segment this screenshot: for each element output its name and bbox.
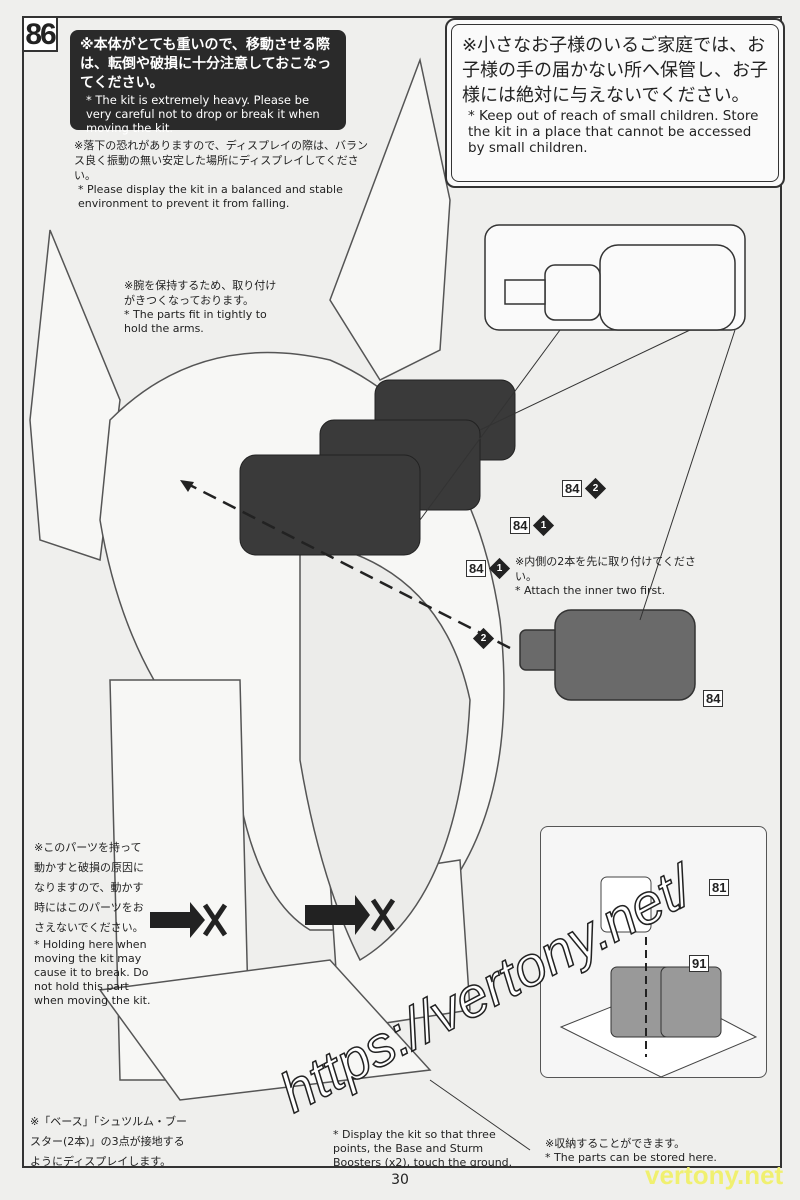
ground-note-jp-block: ※「ベース」「シュツルム・ブースター(2本)」の3点が接地するようにディスプレイ… <box>30 1112 190 1172</box>
storage-inset: 81 91 <box>540 826 767 1078</box>
balance-warning-jp: ※落下の恐れがありますので、ディスプレイの際は、バランス良く振動の無い安定した場… <box>74 139 369 182</box>
heavy-warning-jp: ※本体がとても重いので、移動させる際は、転倒や破損に十分注意しておこなってくださ… <box>80 37 332 91</box>
boosters <box>239 379 516 556</box>
ground-note-jp: ※「ベース」「シュツルム・ブースター(2本)」の3点が接地するようにディスプレイ… <box>30 1115 187 1168</box>
storage-note-jp: ※収納することができます。 <box>545 1137 686 1150</box>
right-shield <box>329 57 451 381</box>
watermark-corner: vertony.net <box>645 1160 784 1190</box>
front-plate <box>299 539 471 962</box>
dashed-arrow <box>179 478 511 650</box>
page-frame <box>22 16 782 1168</box>
inner-note-en: * Attach the inner two first. <box>515 584 666 597</box>
step-number: 86 <box>22 16 58 52</box>
arrow-order-badge: 2 <box>470 627 495 650</box>
storage-note-en: * The parts can be stored here. <box>545 1151 717 1164</box>
children-warning-box: ※小さなお子様のいるご家庭では、お子様の手の届かない所へ保管し、お子様には絶対に… <box>445 18 785 188</box>
part-number: 84 <box>510 517 531 534</box>
children-warning-jp: ※小さなお子様のいるご家庭では、お子様の手の届かない所へ保管し、お子様には絶対に… <box>462 35 768 106</box>
page-number: 30 <box>391 1172 409 1188</box>
balance-warning: ※落下の恐れがありますので、ディスプレイの際は、バランス良く振動の無い安定した場… <box>74 138 374 211</box>
heavy-warning-en: * The kit is extremely heavy. Please be … <box>86 93 320 135</box>
ground-note-en-block: * Display the kit so that three points, … <box>333 1128 523 1170</box>
arms-note-jp: ※腕を保持するため、取り付けがきつくなっております。 <box>124 279 277 307</box>
inner-note: ※内側の2本を先に取り付けてください。 * Attach the inner t… <box>515 554 705 598</box>
order-badge: 1 <box>489 557 511 580</box>
hold-note: ※このパーツを持って動かすと破損の原因になりますので、動かす時にはこのパーツをお… <box>34 838 152 1008</box>
heavy-warning-box: ※本体がとても重いので、移動させる際は、転倒や破損に十分注意しておこなってくださ… <box>70 30 346 135</box>
part-number: 84 <box>703 690 724 707</box>
callout-81: 81 <box>709 877 730 896</box>
callout-91: 91 <box>689 953 710 972</box>
balance-warning-en: * Please display the kit in a balanced a… <box>78 183 343 210</box>
arms-note-en: * The parts fit in tightly to hold the a… <box>124 308 267 335</box>
hold-note-jp: ※このパーツを持って動かすと破損の原因になりますので、動かす時にはこのパーツをお… <box>34 841 144 934</box>
children-warning-en: * Keep out of reach of small children. S… <box>468 108 759 156</box>
storage-note: ※収納することができます。 * The parts can be stored … <box>545 1136 765 1165</box>
arms-note: ※腕を保持するため、取り付けがきつくなっております。 * The parts f… <box>124 278 284 336</box>
callout-84: 84 <box>703 688 724 707</box>
base <box>98 959 432 1101</box>
capsule-inset <box>484 224 746 331</box>
hold-note-en: * Holding here when moving the kit may c… <box>34 938 151 1007</box>
inner-note-jp: ※内側の2本を先に取り付けてください。 <box>515 555 696 583</box>
detached-booster <box>519 609 696 701</box>
part-number: 84 <box>562 480 583 497</box>
order-badge: 2 <box>585 477 607 500</box>
ground-note-en: * Display the kit so that three points, … <box>333 1128 513 1169</box>
part-number: 84 <box>466 560 487 577</box>
order-badge: 1 <box>533 514 555 537</box>
do-not-hold-marks <box>150 895 396 938</box>
left-shield <box>29 229 121 562</box>
